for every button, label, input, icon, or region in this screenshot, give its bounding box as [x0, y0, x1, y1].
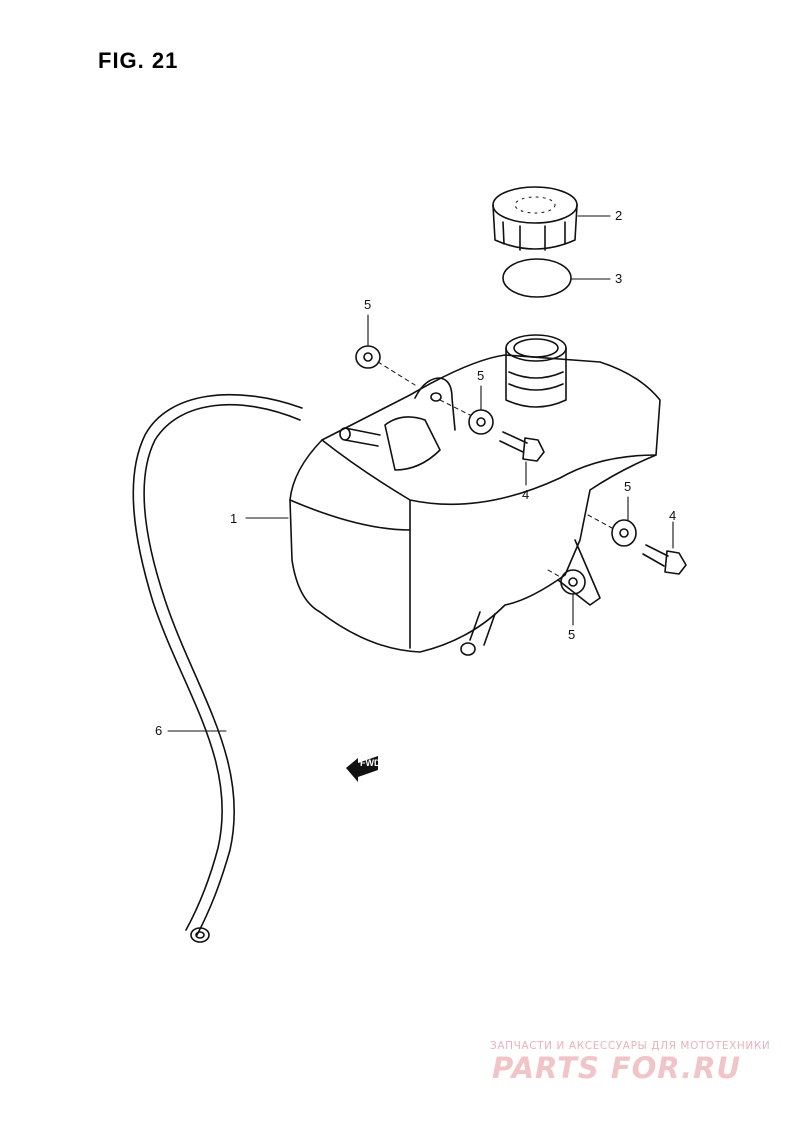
callout-6: 6 [155, 723, 163, 738]
callout-4-upper: 4 [522, 487, 530, 502]
fwd-arrow-icon [346, 756, 378, 782]
callout-5-right: 5 [624, 479, 632, 494]
bolt [499, 431, 545, 462]
callout-2: 2 [615, 208, 623, 223]
callout-5-middle: 5 [477, 368, 485, 383]
washer [468, 409, 494, 435]
washer [560, 569, 586, 595]
fwd-label: FWD [360, 758, 381, 768]
cap-seal [502, 258, 572, 298]
watermark-brand: PARTS FOR.RU [492, 1051, 742, 1085]
reservoir-tank [289, 334, 661, 656]
overflow-hose [132, 393, 303, 943]
watermark-tagline: ЗАПЧАСТИ И АКСЕССУАРЫ ДЛЯ МОТОТЕХНИКИ [490, 1040, 771, 1052]
washer-set [355, 345, 637, 595]
washer [611, 519, 637, 547]
callout-5-top: 5 [364, 297, 372, 312]
callout-1: 1 [230, 511, 238, 526]
assembly-guides [377, 361, 613, 579]
callout-leaders [167, 215, 674, 732]
callout-3: 3 [615, 271, 623, 286]
callout-4-right: 4 [669, 508, 677, 523]
figure-title: FIG. 21 [98, 48, 179, 73]
washer [355, 345, 381, 369]
callout-5-bottom: 5 [568, 627, 576, 642]
bolt [642, 544, 687, 575]
tank-cap [492, 186, 578, 251]
